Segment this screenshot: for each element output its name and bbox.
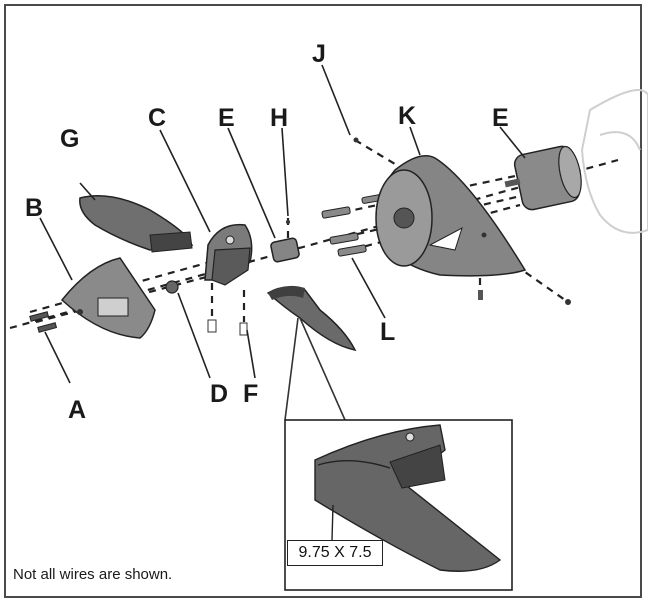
- label-j: J: [312, 40, 326, 68]
- part-l-screws: [321, 194, 383, 257]
- diagram-border: [4, 4, 642, 598]
- label-c: C: [148, 104, 166, 132]
- label-f: F: [243, 380, 258, 408]
- label-l: L: [380, 318, 395, 346]
- part-k-housing: [353, 137, 571, 305]
- part-e-motor: [504, 145, 582, 211]
- part-f-blade: [266, 285, 357, 352]
- part-labels: G B A C E H J K E L D F: [25, 40, 509, 424]
- part-c-hinge: [204, 223, 253, 336]
- part-e-coupling: [270, 220, 300, 263]
- label-a: A: [68, 396, 86, 424]
- label-e-coupling: E: [218, 104, 235, 132]
- part-a-screws: [29, 311, 58, 333]
- inset-connector: [284, 317, 346, 421]
- caption-note: Not all wires are shown.: [13, 566, 173, 583]
- label-b: B: [25, 194, 43, 222]
- leader-lines: [39, 64, 526, 384]
- part-b-blade: [60, 257, 156, 339]
- part-g-blade: [79, 195, 194, 253]
- housing-outline: [580, 89, 648, 234]
- label-d: D: [210, 380, 228, 408]
- inset-dimension-label: 9.75 X 7.5: [287, 540, 383, 566]
- label-k: K: [398, 102, 416, 130]
- label-e-motor: E: [492, 104, 509, 132]
- label-g: G: [60, 125, 79, 153]
- part-d-nut: [165, 280, 179, 294]
- label-h: H: [270, 104, 288, 132]
